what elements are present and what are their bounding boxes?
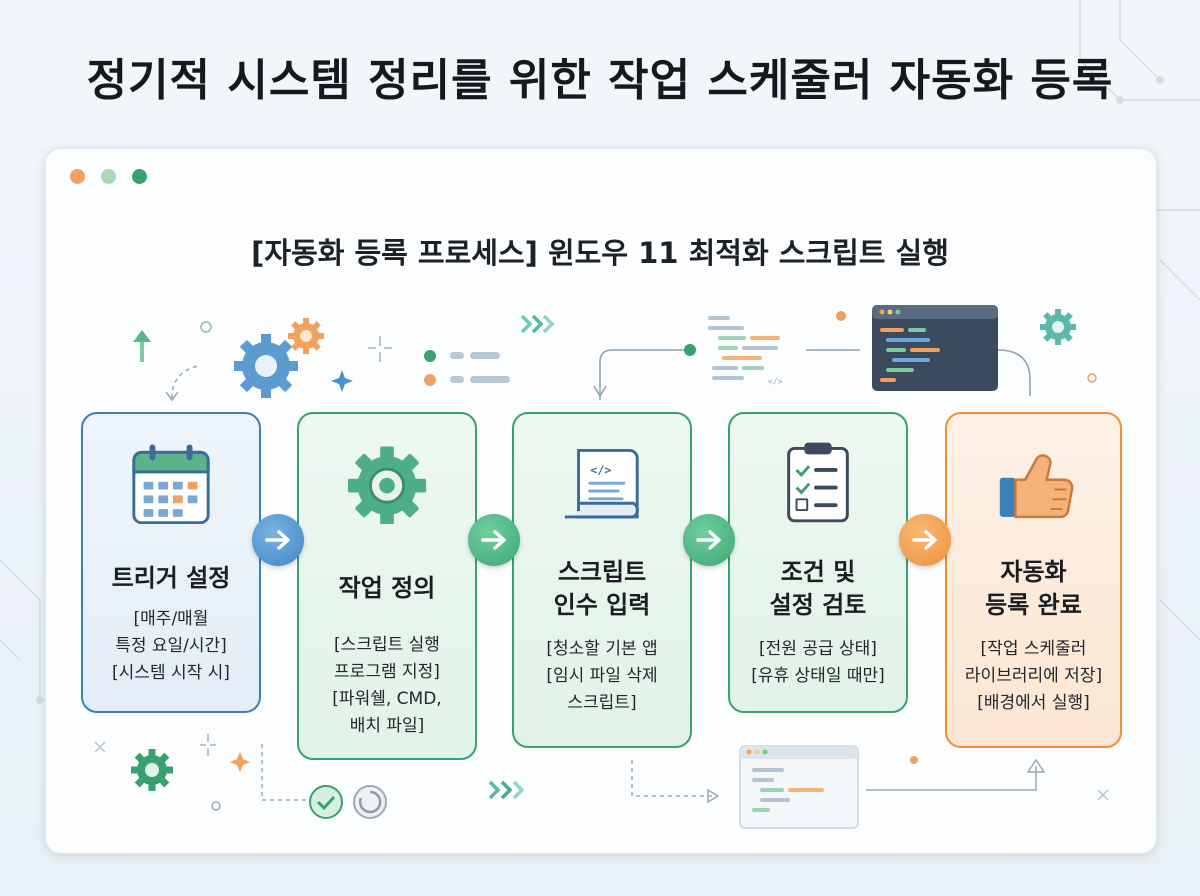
step-title: 작업 정의 xyxy=(338,574,436,602)
window-dot-orange xyxy=(70,169,85,184)
step-description: [작업 스케줄러 라이브러리에 저장] [배경에서 실행] xyxy=(964,639,1103,713)
calendar-icon xyxy=(132,444,210,524)
page-title: 정기적 시스템 정리를 위한 작업 스케줄러 자동화 등록 xyxy=(86,55,1114,106)
arrow-step-3-to-4 xyxy=(683,514,735,566)
arrow-step-4-to-5 xyxy=(899,514,951,566)
arrow-right-icon xyxy=(696,530,721,550)
step-title: 조건 및 설정 검토 xyxy=(769,558,867,619)
step-title: 트리거 설정 xyxy=(111,564,231,592)
step-title: 자동화 등록 완료 xyxy=(985,558,1082,619)
window-dot-green xyxy=(132,169,147,184)
diagram-subtitle: [자동화 등록 프로세스] 윈도우 11 최적화 스크립트 실행 xyxy=(251,236,949,270)
step-description: [청소할 기본 앱 [임시 파일 삭제 스크립트] xyxy=(546,639,658,713)
gear-icon xyxy=(347,446,427,524)
arrow-step-2-to-3 xyxy=(468,514,520,566)
step-5-registration-complete: 자동화 등록 완료 [작업 스케줄러 라이브러리에 저장] [배경에서 실행] xyxy=(945,412,1122,748)
step-3-script-arguments: </> 스크립트 인수 입력 [청소할 기본 앱 [임시 파일 삭제 스크립트] xyxy=(512,412,692,748)
arrow-right-icon xyxy=(481,530,506,550)
thumbs-up-icon xyxy=(999,454,1074,519)
step-2-task-definition: 작업 정의 [스크립트 실행 프로그램 지정] [파워쉘, CMD, 배치 파일… xyxy=(297,412,477,760)
step-description: [매주/매월 특정 요일/시간] [시스템 시작 시] xyxy=(112,609,230,683)
step-4-conditions-review: 조건 및 설정 검토 [전원 공급 상태] [유휴 상태일 때만] xyxy=(728,412,908,713)
arrow-right-icon xyxy=(912,530,937,550)
step-1-trigger-setup: 트리거 설정 [매주/매월 특정 요일/시간] [시스템 시작 시] xyxy=(81,412,261,713)
svg-text:</>: </> xyxy=(590,463,611,477)
arrow-right-icon xyxy=(265,530,290,550)
step-title: 스크립트 인수 입력 xyxy=(553,558,651,619)
checklist-clipboard-icon xyxy=(787,442,849,523)
step-description: [스크립트 실행 프로그램 지정] [파워쉘, CMD, 배치 파일] xyxy=(332,635,442,736)
step-description: [전원 공급 상태] [유휴 상태일 때만] xyxy=(751,639,885,686)
script-scroll-icon: </> xyxy=(564,448,639,519)
arrow-step-1-to-2 xyxy=(252,514,304,566)
window-dot-light-green xyxy=(101,169,116,184)
